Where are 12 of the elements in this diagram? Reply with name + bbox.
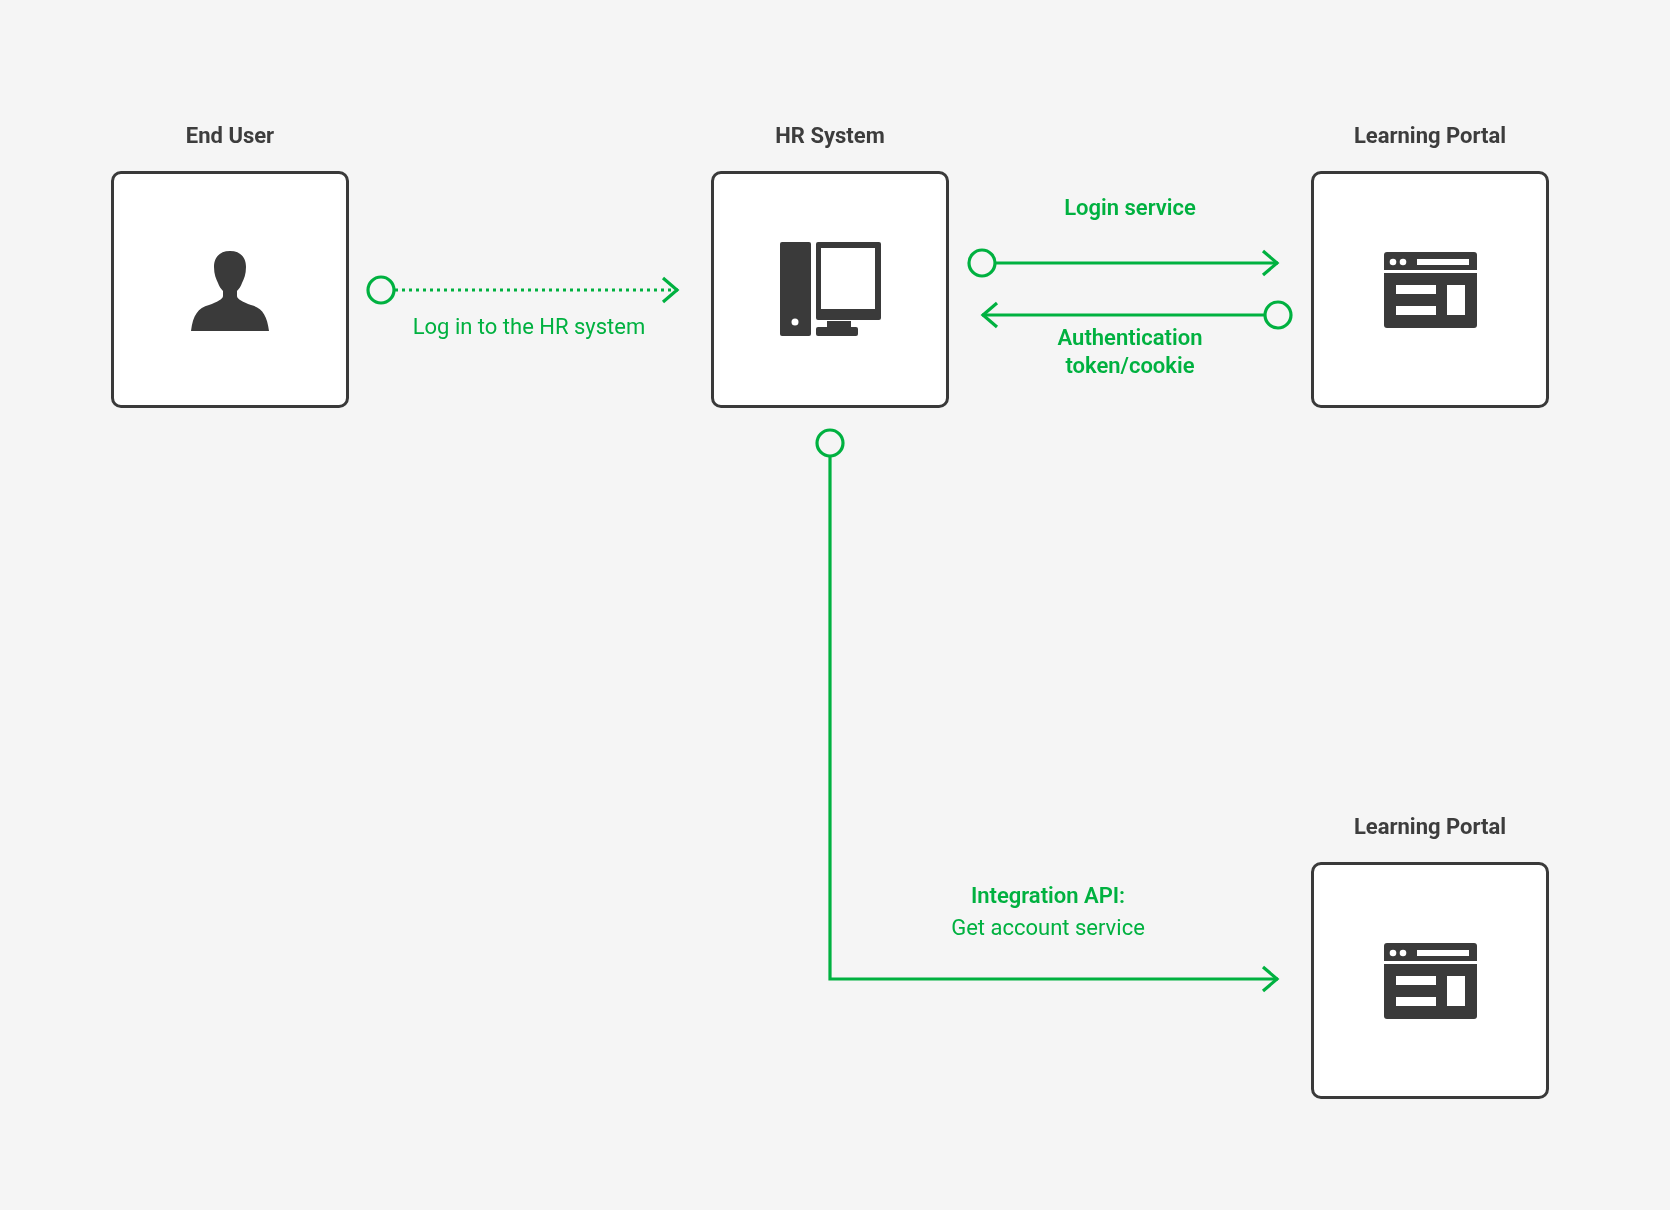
edge-label: Login service (1063, 194, 1197, 222)
node-title: Learning Portal (1353, 123, 1507, 149)
edge-label: Log in to the HR system (411, 313, 647, 341)
arrow (981, 300, 1293, 330)
node-title: End User (185, 123, 275, 149)
edge-label: Integration API: Get account service (950, 882, 1146, 942)
node-title: Learning Portal (1353, 814, 1507, 840)
dotted-arrow (366, 275, 679, 305)
edge-label: Authentication token/cookie (1056, 324, 1204, 380)
arrow (967, 248, 1279, 278)
arrow (815, 428, 1279, 993)
node-title: HR System (775, 123, 885, 149)
